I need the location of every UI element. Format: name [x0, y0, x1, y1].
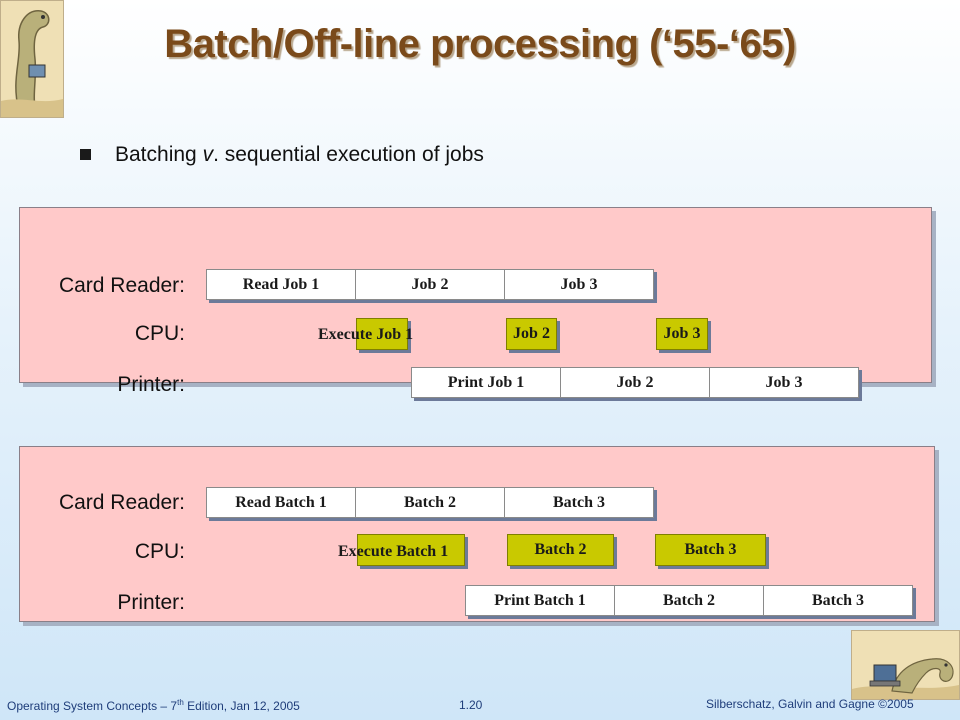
card-reader-label: Card Reader: [58, 274, 185, 297]
footer-course-prefix: Operating System Concepts – 7 [7, 699, 178, 713]
print-batch-2-block: Batch 2 [614, 585, 764, 616]
bullet-main: Batching [115, 143, 203, 166]
print-job-2-block: Job 2 [560, 367, 710, 398]
bullet-italic: v [202, 143, 214, 166]
cpu-label: CPU: [134, 322, 185, 345]
print-job-3-block: Job 3 [709, 367, 859, 398]
printer-label: Printer: [117, 591, 185, 614]
read-batch-2-block: Batch 2 [355, 487, 505, 518]
print-job-1-block: Print Job 1 [411, 367, 561, 398]
bullet-rest: . sequential execution of jobs [213, 143, 484, 166]
execute-batch-1-block [357, 534, 465, 566]
execute-job-1-block [356, 318, 408, 350]
dinosaur-laptop-logo-icon [851, 630, 960, 700]
cpu-label: CPU: [134, 540, 185, 563]
read-batch-3-block: Batch 3 [504, 487, 654, 518]
execute-job-1-label: Execute Job 1 [318, 326, 414, 343]
dinosaur-logo-icon [0, 0, 64, 118]
footer-course-suffix: Edition, Jan 12, 2005 [183, 699, 300, 713]
read-job-2-block: Job 2 [355, 269, 505, 300]
execute-batch-1-label: Execute Batch 1 [338, 543, 449, 560]
page-number: 1.20 [459, 698, 483, 712]
execute-batch-3-block: Batch 3 [655, 534, 766, 566]
read-job-3-block: Job 3 [504, 269, 654, 300]
footer-course: Operating System Concepts – 7th Edition,… [7, 698, 300, 713]
footer-copyright: Silberschatz, Galvin and Gagne ©2005 [706, 697, 914, 711]
slide-title: Batch/Off-line processing (‘55-‘65) [164, 22, 796, 66]
execute-job-2-block: Job 2 [506, 318, 557, 350]
execute-job-3-block: Job 3 [656, 318, 708, 350]
footer-course-sup: th [177, 698, 184, 707]
print-batch-3-block: Batch 3 [763, 585, 913, 616]
read-job-1-block: Read Job 1 [206, 269, 356, 300]
read-batch-1-block: Read Batch 1 [206, 487, 356, 518]
execute-batch-2-block: Batch 2 [507, 534, 614, 566]
printer-label: Printer: [117, 373, 185, 396]
card-reader-label: Card Reader: [58, 491, 185, 514]
print-batch-1-block: Print Batch 1 [465, 585, 615, 616]
bullet-text: Batching v. sequential execution of jobs [115, 143, 484, 167]
bullet-square-icon [80, 149, 91, 160]
